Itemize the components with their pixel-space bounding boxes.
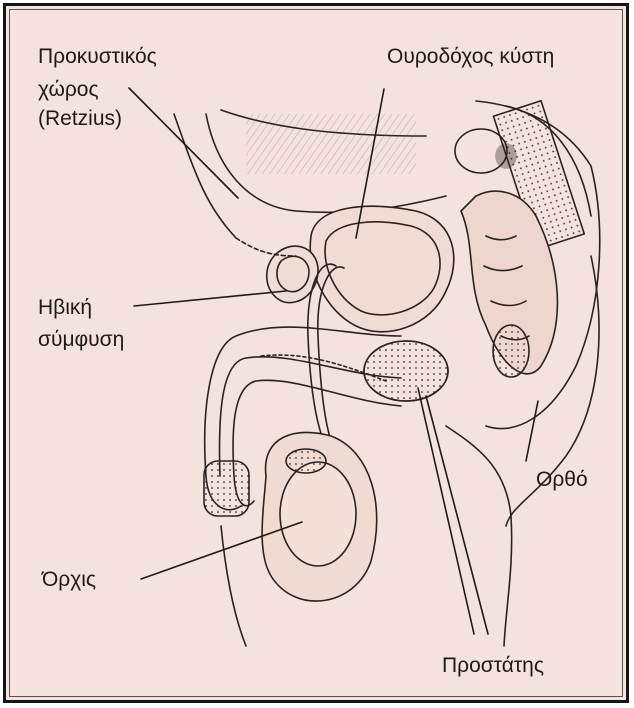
rectum-mucosa (493, 325, 529, 377)
diagram-frame: Προκυστικός χώρος (Retzius) Ουροδόχος κύ… (3, 3, 629, 703)
glans (204, 461, 249, 516)
label-pubic-line1: Ηβική (38, 295, 92, 320)
label-rectum: Ορθό (536, 467, 588, 492)
leader-pubic (134, 291, 286, 306)
epididymis (286, 449, 326, 473)
bladder-outline (310, 206, 454, 331)
leader-prevesical (129, 88, 238, 198)
abdominal-hatching (246, 114, 416, 174)
label-prostate: Προστάτης (442, 653, 544, 678)
label-prevesical-line1: Προκυστικός (38, 44, 157, 69)
leader-rectum (526, 401, 538, 461)
label-testis: Όρχις (42, 567, 96, 592)
abdominal-wall-outline (174, 114, 236, 238)
intestine-lumen (496, 144, 516, 168)
leader-prostate-2 (426, 396, 488, 634)
testis-body (280, 462, 356, 566)
label-pubic-line2: σύμφυση (38, 327, 124, 352)
leader-prostate-1 (418, 388, 474, 634)
label-prevesical-line2: χώρος (38, 77, 99, 102)
label-bladder: Ουροδόχος κύστη (387, 44, 554, 69)
perineum-outline (446, 426, 512, 646)
label-prevesical-line3: (Retzius) (38, 106, 122, 131)
